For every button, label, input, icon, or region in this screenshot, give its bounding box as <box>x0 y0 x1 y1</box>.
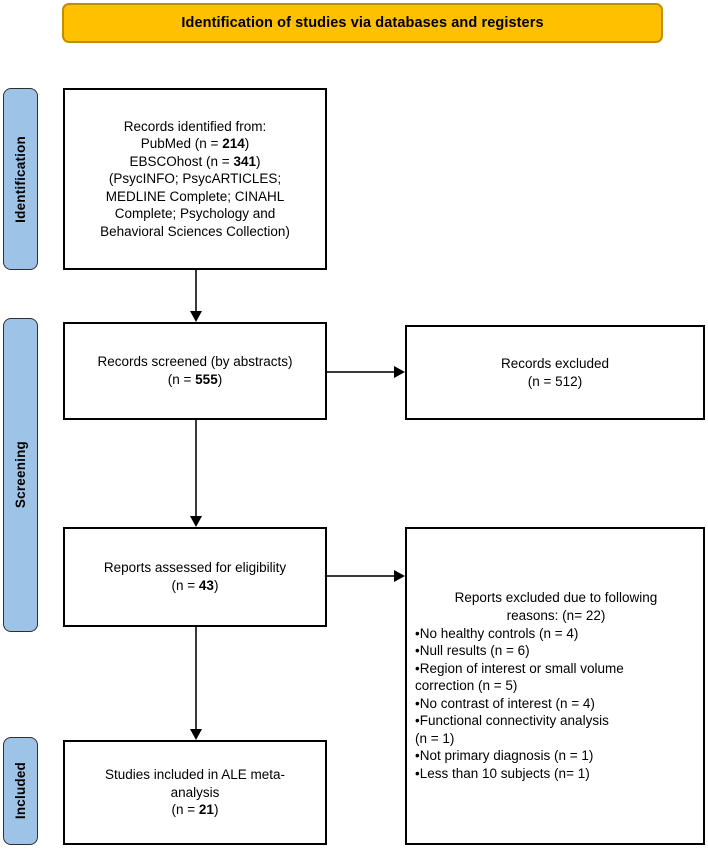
studies-included-count: (n = 21) <box>171 802 219 818</box>
reports-excluded-reason: correction (n = 5) <box>415 678 518 694</box>
records-screened-count: (n = 555) <box>167 372 223 387</box>
reports-excluded-reason: •Not primary diagnosis (n = 1) <box>415 748 594 764</box>
box-studies-included-text: Studies included in ALE meta- analysis (… <box>65 766 325 819</box>
arrow-line <box>327 371 395 374</box>
box-records-excluded: Records excluded (n = 512) <box>405 325 705 420</box>
box-reports-excluded-reasons: Reports excluded due to following reason… <box>405 527 705 845</box>
records-identified-line-4: (PsycINFO; PsycARTICLES; <box>108 171 282 187</box>
records-identified-line-6: Complete; Psychology and <box>114 206 276 222</box>
box-records-identified-text: Records identified from: PubMed (n = 214… <box>65 118 325 241</box>
arrow-line <box>195 270 198 311</box>
box-records-screened: Records screened (by abstracts) (n = 555… <box>63 322 327 420</box>
reports-excluded-reason: •No healthy controls (n = 4) <box>415 625 579 641</box>
records-identified-line-1: Records identified from: <box>123 118 267 134</box>
records-screened-line-1: Records screened (by abstracts) <box>97 354 293 370</box>
box-records-identified: Records identified from: PubMed (n = 214… <box>63 88 327 270</box>
reports-assessed-count: (n = 43) <box>171 578 219 593</box>
arrow-line <box>195 627 198 729</box>
arrow-head-down-icon <box>189 516 202 527</box>
box-records-excluded-text: Records excluded (n = 512) <box>407 355 703 390</box>
records-identified-pubmed: PubMed (n = 214) <box>140 136 250 152</box>
box-reports-excluded-text: Reports excluded due to following reason… <box>407 589 703 782</box>
reports-excluded-reason: •Null results (n = 6) <box>415 643 530 659</box>
arrow-screened-to-eligibility <box>189 420 202 527</box>
studies-included-line-2: analysis <box>170 784 220 800</box>
records-excluded-count: (n = 512) <box>527 373 583 389</box>
arrow-eligibility-to-reports-excluded <box>327 569 405 582</box>
reports-excluded-reason: •Functional connectivity analysis <box>415 713 609 729</box>
diagram-header-banner: Identification of studies via databases … <box>62 3 663 43</box>
arrow-head-right-icon <box>394 569 405 582</box>
records-identified-line-5: MEDLINE Complete; CINAHL <box>105 188 285 204</box>
arrow-screened-to-records-excluded <box>327 365 405 378</box>
arrow-head-down-icon <box>189 729 202 740</box>
arrow-head-down-icon <box>189 311 202 322</box>
box-records-screened-text: Records screened (by abstracts) (n = 555… <box>65 353 325 388</box>
arrow-identified-to-screened <box>189 270 202 322</box>
reports-excluded-reason: •Region of interest or small volume <box>415 660 624 676</box>
arrow-eligibility-to-included <box>189 627 202 740</box>
arrow-line <box>195 420 198 516</box>
box-reports-assessed-text: Reports assessed for eligibility (n = 43… <box>65 559 325 594</box>
reports-assessed-line-1: Reports assessed for eligibility <box>103 560 287 576</box>
arrow-line <box>327 575 395 578</box>
stage-bar-included: Included <box>3 737 38 845</box>
records-identified-ebscohost: EBSCOhost (n = 341) <box>129 153 261 169</box>
stage-label-identification: Identification <box>13 135 28 223</box>
records-identified-line-7: Behavioral Sciences Collection) <box>100 223 290 239</box>
box-reports-assessed-eligibility: Reports assessed for eligibility (n = 43… <box>63 527 327 627</box>
arrow-head-right-icon <box>394 365 405 378</box>
diagram-title: Identification of studies via databases … <box>181 15 544 31</box>
reports-excluded-reason: •No contrast of interest (n = 4) <box>415 695 595 711</box>
stage-bar-identification: Identification <box>3 88 38 270</box>
stage-label-included: Included <box>13 762 28 820</box>
reports-excluded-reason: (n = 1) <box>415 730 455 746</box>
stage-bar-screening: Screening <box>3 318 38 632</box>
stage-label-screening: Screening <box>13 441 28 509</box>
reports-excluded-heading-line-1: Reports excluded due to following <box>454 590 658 606</box>
studies-included-line-1: Studies included in ALE meta- <box>104 767 286 783</box>
reports-excluded-heading-line-2: reasons: (n= 22) <box>506 608 606 624</box>
records-excluded-line-1: Records excluded <box>500 355 610 371</box>
reports-excluded-reason: •Less than 10 subjects (n= 1) <box>415 765 590 781</box>
box-studies-included: Studies included in ALE meta- analysis (… <box>63 740 327 845</box>
